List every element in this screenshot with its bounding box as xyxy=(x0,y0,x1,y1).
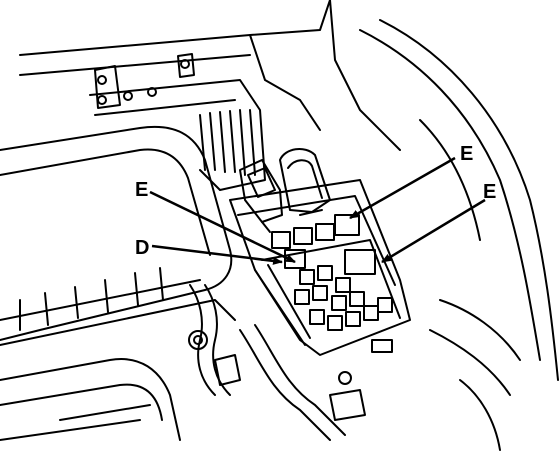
relay-connectors xyxy=(239,148,331,233)
upper-body-panel xyxy=(19,0,401,151)
control-module xyxy=(89,53,266,191)
wiring-harness xyxy=(188,284,366,441)
callout-label-d-left: D xyxy=(135,237,150,259)
callout-arrows xyxy=(149,156,486,265)
leader-e-right xyxy=(381,198,486,264)
leader-e-left xyxy=(149,190,296,264)
air-cleaner-box xyxy=(0,126,236,346)
right-fender-structure xyxy=(359,19,559,451)
callout-label-e-right: E xyxy=(483,181,497,203)
callout-label-e-left: E xyxy=(135,179,149,201)
lower-tray xyxy=(0,358,181,441)
leader-e-top-right xyxy=(349,156,456,220)
leader-d-left xyxy=(151,244,283,265)
callout-label-e-top-right: E xyxy=(460,143,474,165)
